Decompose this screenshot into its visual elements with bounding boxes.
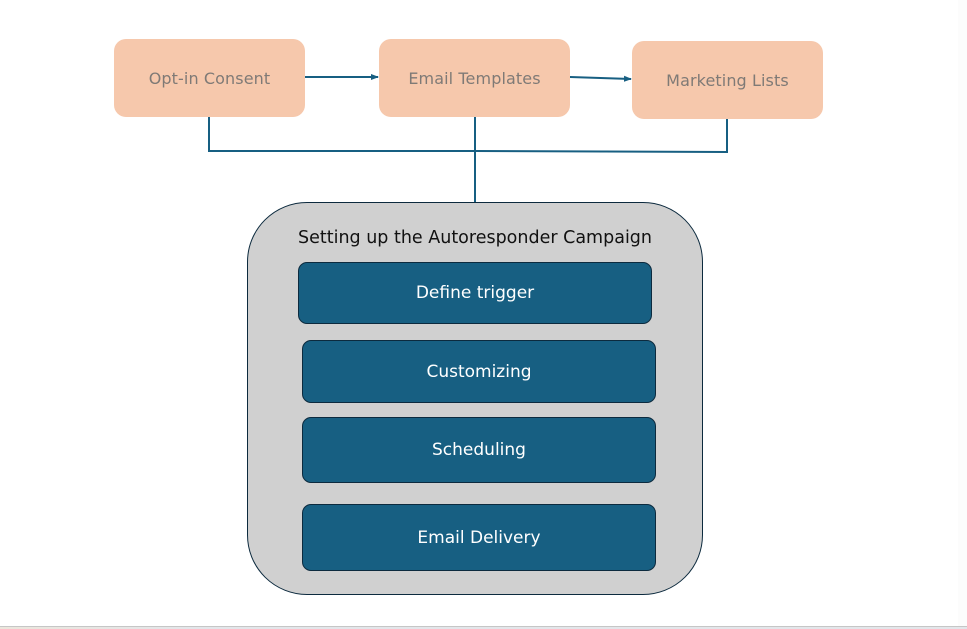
connector-lists-down (474, 119, 728, 154)
step-email-delivery[interactable]: Email Delivery (302, 504, 656, 571)
source-box-marketing-lists[interactable]: Marketing Lists (632, 41, 823, 119)
step-customizing[interactable]: Customizing (302, 340, 656, 403)
step-label: Scheduling (432, 440, 526, 460)
source-box-label: Email Templates (408, 68, 541, 88)
arrow-templates-to-lists (569, 75, 632, 82)
source-box-label: Marketing Lists (666, 70, 789, 90)
step-define-trigger[interactable]: Define trigger (298, 262, 652, 324)
step-label: Customizing (426, 361, 532, 382)
scroll-gutter (958, 0, 967, 626)
container-title: Setting up the Autoresponder Campaign (297, 228, 653, 248)
source-box-opt-in-consent[interactable]: Opt-in Consent (114, 39, 305, 117)
step-scheduling[interactable]: Scheduling (302, 417, 656, 483)
bottom-status-bar (0, 626, 967, 629)
step-label: Define trigger (415, 283, 535, 303)
step-label: Email Delivery (417, 527, 541, 548)
connector-opt-in-down (208, 117, 475, 152)
source-box-email-templates[interactable]: Email Templates (379, 39, 570, 117)
source-box-label: Opt-in Consent (148, 68, 271, 88)
